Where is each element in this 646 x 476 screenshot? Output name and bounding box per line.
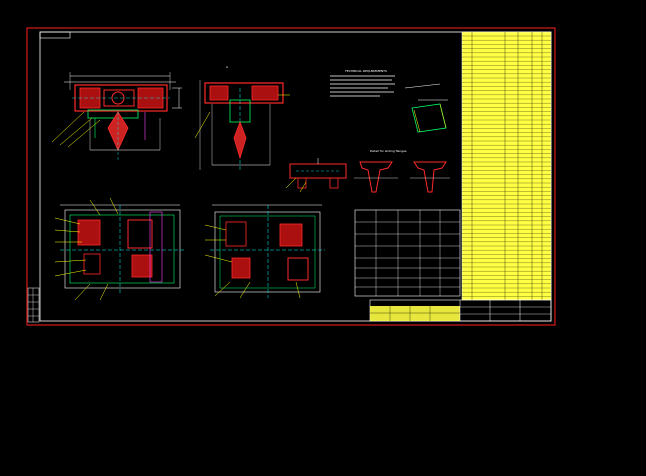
rail-detail-view bbox=[404, 83, 448, 133]
trolley-detail-view bbox=[285, 158, 347, 193]
technical-notes-title: TECHNICAL REQUIREMENTS bbox=[344, 69, 387, 73]
sheet-outer-border bbox=[26, 27, 556, 326]
title-block bbox=[369, 299, 552, 322]
top-left-label-box bbox=[39, 31, 71, 39]
bill-of-materials bbox=[461, 31, 552, 301]
view-front-elevation bbox=[51, 72, 182, 160]
left-margin-stamp bbox=[27, 287, 40, 323]
view-plan bbox=[54, 197, 185, 301]
technical-data-table bbox=[354, 209, 461, 297]
view-side-elevation: A bbox=[194, 65, 290, 170]
flange-section-label: Detail for sliding flanges bbox=[370, 149, 407, 153]
view-section bbox=[204, 204, 325, 299]
view-label-a: A bbox=[226, 65, 229, 69]
flange-details: Detail for sliding flanges bbox=[354, 149, 450, 193]
technical-notes-block: TECHNICAL REQUIREMENTS bbox=[330, 69, 395, 97]
